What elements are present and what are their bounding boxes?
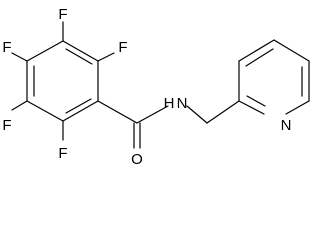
side-chain — [97, 100, 240, 149]
nitrogen-methylene-bond — [186, 105, 208, 124]
ring-bond-6 — [26, 40, 64, 62]
pyridine-bond-3 — [273, 39, 310, 62]
chemical-structure: F F F F F O H N N — [2, 6, 310, 168]
f-bond-mid-left — [11, 52, 28, 62]
structure-canvas: F F F F F O H N N — [2, 5, 310, 168]
atom-n-amide: N — [177, 95, 188, 112]
atom-n-pyridine: N — [281, 117, 292, 134]
pyridine-bond-2 — [238, 39, 275, 62]
atom-o-carbonyl: O — [131, 151, 143, 168]
fluorine-bonds — [11, 21, 115, 141]
pyridine-bond-5 — [285, 100, 310, 115]
ring-double-bond-b — [65, 98, 92, 114]
f-bond-bottom-left — [11, 100, 28, 111]
ring-double-bond-a — [65, 48, 93, 65]
atom-f-top-left: F — [58, 6, 67, 23]
pyridine-bond-6 — [238, 100, 265, 115]
amide-bond — [136, 105, 169, 124]
f-bond-top-right — [97, 52, 115, 62]
benzene-ring — [26, 40, 99, 122]
carbonyl-carbon-bond — [97, 100, 138, 124]
atom-f-top-right: F — [118, 39, 127, 56]
atom-f-bottom-right: F — [58, 145, 67, 162]
ring-bond-3 — [62, 100, 99, 122]
atom-f-mid-left: F — [2, 39, 11, 56]
atom-f-bottom-left: F — [2, 117, 11, 134]
atom-h-amide: H — [164, 95, 175, 112]
pyridine-ring — [238, 39, 310, 115]
ring-bond-1 — [62, 40, 99, 62]
pyridine-double-bond-c — [246, 95, 266, 107]
ring-bond-4 — [26, 100, 64, 122]
pyridine-double-bond-a — [245, 48, 274, 67]
methylene-pyridine-bond — [206, 100, 240, 124]
